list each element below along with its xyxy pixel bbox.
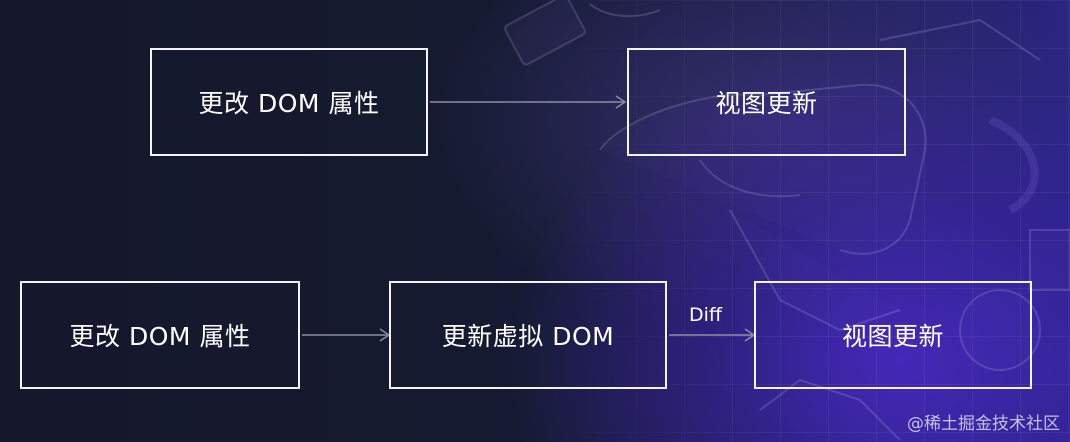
node-view-update-bottom-label: 视图更新	[841, 322, 944, 351]
node-update-virtual-dom: 更新虚拟 DOM	[389, 281, 667, 389]
diff-label: Diff	[689, 304, 722, 326]
node-view-update-top: 视图更新	[627, 48, 906, 156]
node-change-dom-attr-bottom: 更改 DOM 属性	[20, 281, 300, 389]
arrow-bottom-left	[302, 328, 390, 342]
node-update-virtual-dom-label: 更新虚拟 DOM	[441, 322, 615, 351]
arrow-top	[430, 95, 627, 109]
node-change-dom-attr-bottom-label: 更改 DOM 属性	[69, 322, 251, 351]
node-change-dom-attr-top-label: 更改 DOM 属性	[198, 89, 380, 118]
node-view-update-top-label: 视图更新	[715, 89, 818, 118]
watermark: @稀土掘金技术社区	[907, 414, 1060, 434]
node-change-dom-attr-top: 更改 DOM 属性	[150, 48, 428, 156]
node-view-update-bottom: 视图更新	[754, 281, 1032, 389]
arrow-bottom-right	[669, 328, 755, 342]
